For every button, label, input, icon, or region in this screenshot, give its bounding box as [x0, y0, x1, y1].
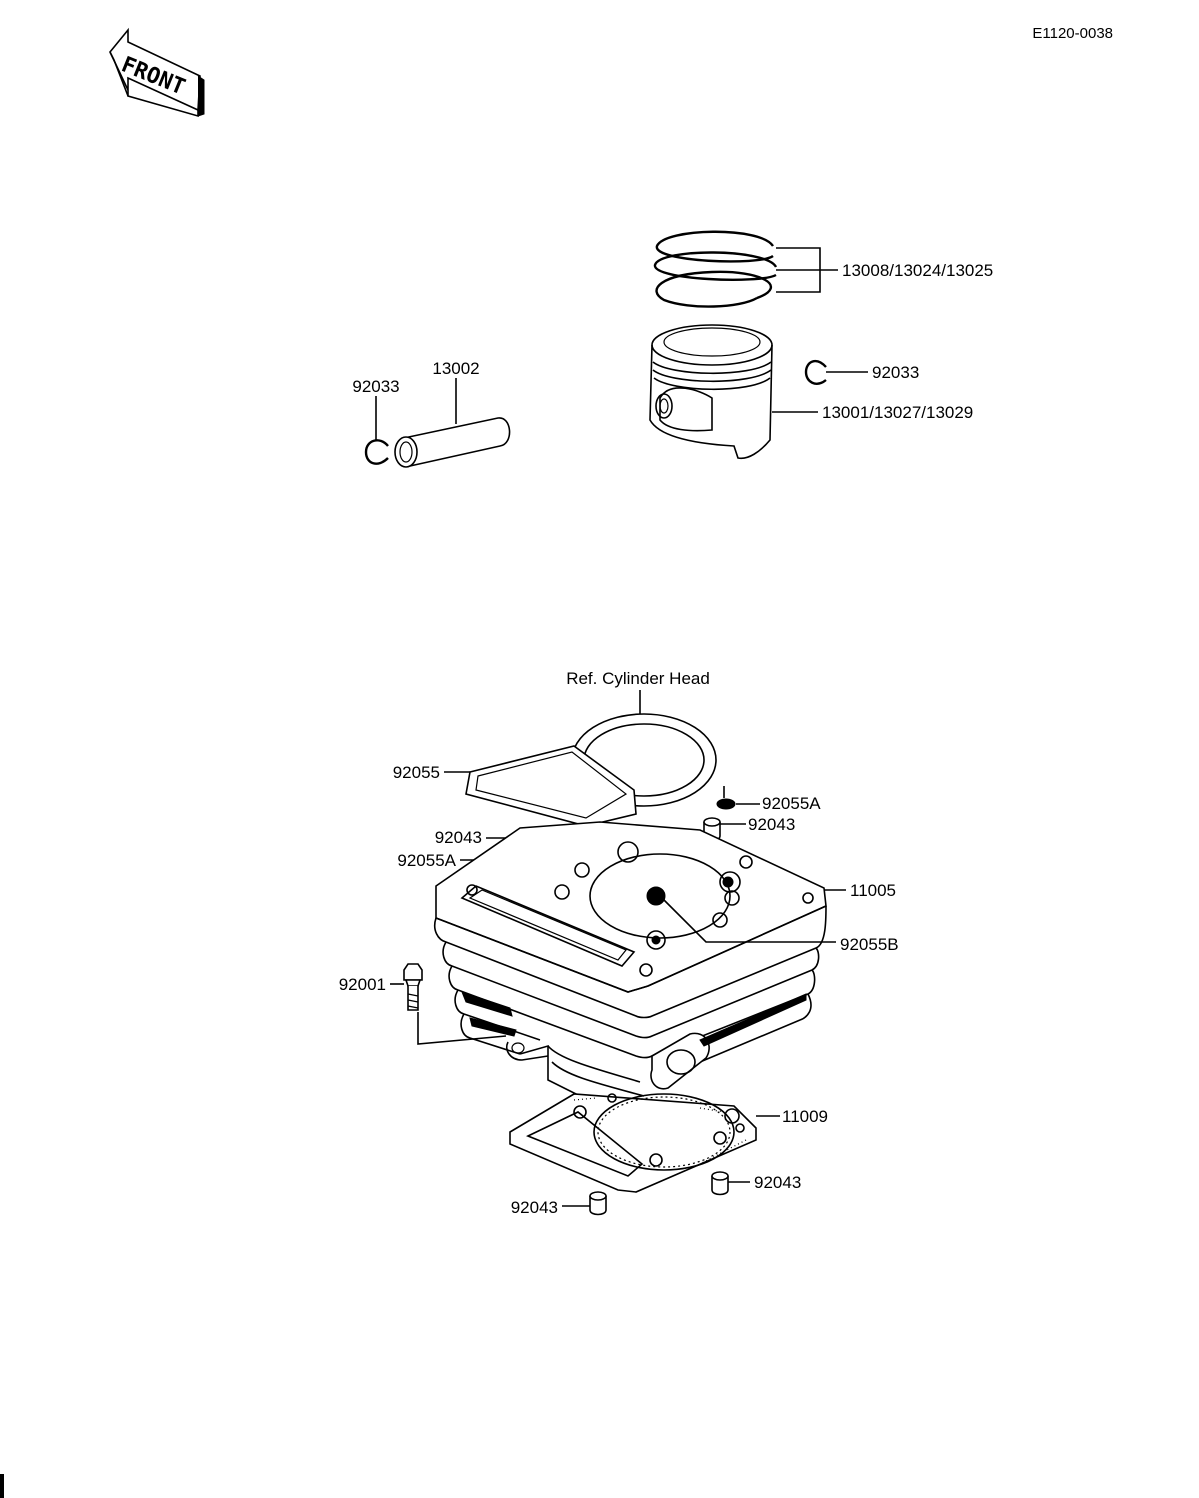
base-gasket [509, 1093, 757, 1193]
cylinder-part-number: 11005 [850, 881, 896, 900]
pin-part-number: 13002 [432, 359, 479, 378]
ref-cylinder-head-label: Ref. Cylinder Head [566, 669, 710, 688]
clip-right-part-number: 92033 [872, 363, 919, 382]
cylinder-bolt [403, 963, 423, 1011]
base-gasket-part-number: 11009 [782, 1107, 828, 1126]
bolt-part-number: 92001 [339, 975, 386, 994]
piston [649, 324, 773, 460]
dowel-bottom-right [711, 1171, 729, 1196]
piston-rings [653, 230, 838, 308]
clip-left [364, 439, 389, 465]
clip-left-part-number: 92033 [352, 377, 399, 396]
top-gasket [465, 745, 637, 827]
drawing-code: E1120-0038 [1032, 25, 1113, 42]
piston-part-number: 13001/13027/13029 [822, 403, 973, 422]
cylinder-block [433, 821, 827, 1109]
oring-right [716, 798, 736, 810]
oring-right-part-number: 92055A [762, 794, 821, 813]
dowel-bottom-right-part-number: 92043 [754, 1173, 801, 1192]
piston-pin [394, 417, 511, 468]
front-arrow-icon: FRONT [109, 27, 205, 118]
dowel-bottom-left [589, 1191, 607, 1216]
dowel-bottom-left-part-number: 92043 [511, 1198, 558, 1217]
edge-mark [0, 1474, 4, 1498]
oring-left-part-number: 92055A [397, 851, 456, 870]
top-gasket-part-number: 92055 [393, 763, 440, 782]
clip-right [804, 359, 827, 385]
dowel-right-part-number: 92043 [748, 815, 795, 834]
dowel-left-part-number: 92043 [435, 828, 482, 847]
rings-part-number: 13008/13024/13025 [842, 261, 993, 280]
oring-center-part-number: 92055B [840, 935, 899, 954]
